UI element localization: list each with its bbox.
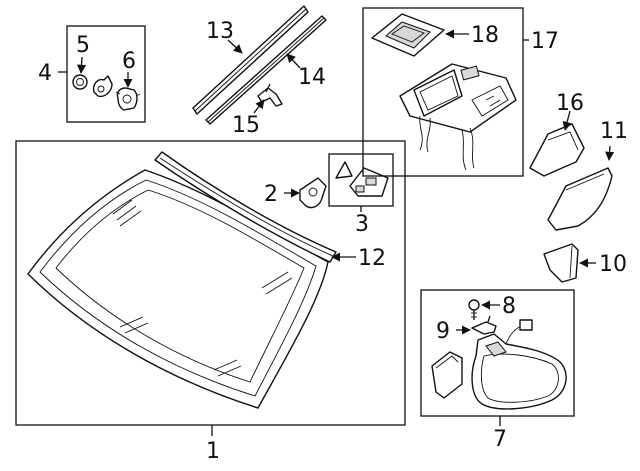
callout-17: 17 [531, 29, 559, 54]
callout-13: 13 [206, 19, 234, 44]
sensor-housing-17 [399, 63, 517, 171]
mirror-mount-cover [431, 351, 463, 399]
windshield-group-box [15, 140, 406, 426]
callout-1: 1 [206, 439, 220, 464]
callout-15: 15 [232, 113, 260, 138]
callout-7: 7 [493, 427, 507, 452]
clip-group-box [66, 25, 146, 123]
cowl-strip-13 [192, 5, 309, 115]
callout-6: 6 [122, 49, 136, 74]
bracket-part-2 [299, 177, 327, 209]
callout-10: 10 [599, 252, 627, 277]
trim-cover-16 [529, 123, 585, 177]
callout-5: 5 [76, 33, 90, 58]
mount-part-9 [471, 315, 497, 335]
callout-2: 2 [264, 182, 278, 207]
clip-part-6a [92, 75, 113, 98]
callout-12: 12 [358, 246, 386, 271]
callout-8: 8 [502, 294, 516, 319]
callout-4: 4 [38, 61, 52, 86]
rearview-mirror [471, 319, 567, 410]
sensor-group-box [362, 7, 524, 177]
screw-part-8 [468, 299, 480, 320]
callout-14: 14 [298, 65, 326, 90]
mirror-cover-11 [547, 167, 613, 231]
clip-part-6b [115, 87, 141, 111]
windshield-glass [27, 169, 329, 409]
mirror-group-box [420, 289, 575, 417]
callout-9: 9 [436, 319, 450, 344]
callout-11: 11 [600, 119, 628, 144]
sensor-bracket-part-3 [335, 161, 389, 197]
mirror-cover-10 [543, 243, 579, 283]
windshield-molding [154, 151, 337, 263]
cowl-strip-14 [205, 15, 327, 125]
sensor-cover-18 [371, 13, 445, 57]
callout-16: 16 [556, 91, 584, 116]
callout-18: 18 [471, 23, 499, 48]
callout-3: 3 [355, 212, 369, 237]
clip-part-5 [72, 74, 88, 90]
